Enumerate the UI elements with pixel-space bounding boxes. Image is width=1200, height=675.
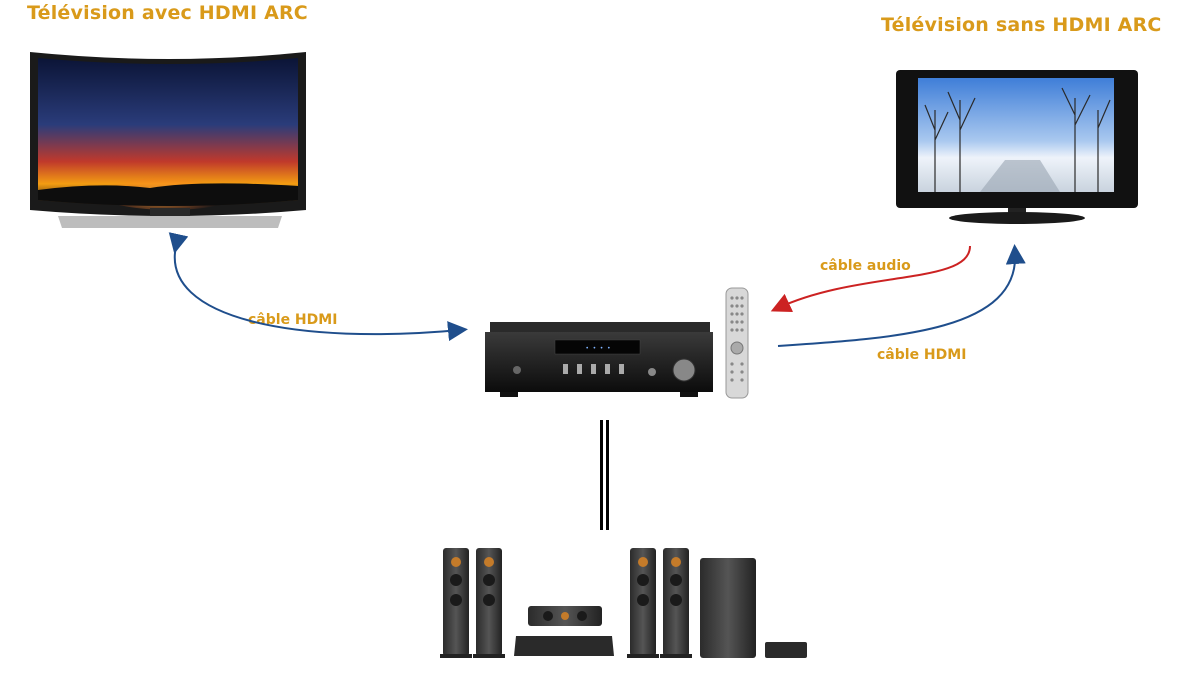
left-tv-title: Télévision avec HDMI ARC [27,2,308,24]
right-hdmi-label: câble HDMI [877,347,967,363]
right-audio-arrow [770,245,971,313]
right-tv [896,70,1138,224]
svg-text:• • • •: • • • • [585,345,610,352]
left-tv [30,52,306,228]
amplifier: • • • • [485,322,713,397]
speaker-cable [600,420,609,530]
right-audio-label: câble audio [820,258,911,274]
left-hdmi-arrow [168,232,468,342]
speaker-system [440,548,807,658]
right-tv-title: Télévision sans HDMI ARC [881,14,1162,36]
remote-control [725,287,749,399]
right-hdmi-arrow [777,244,1026,347]
